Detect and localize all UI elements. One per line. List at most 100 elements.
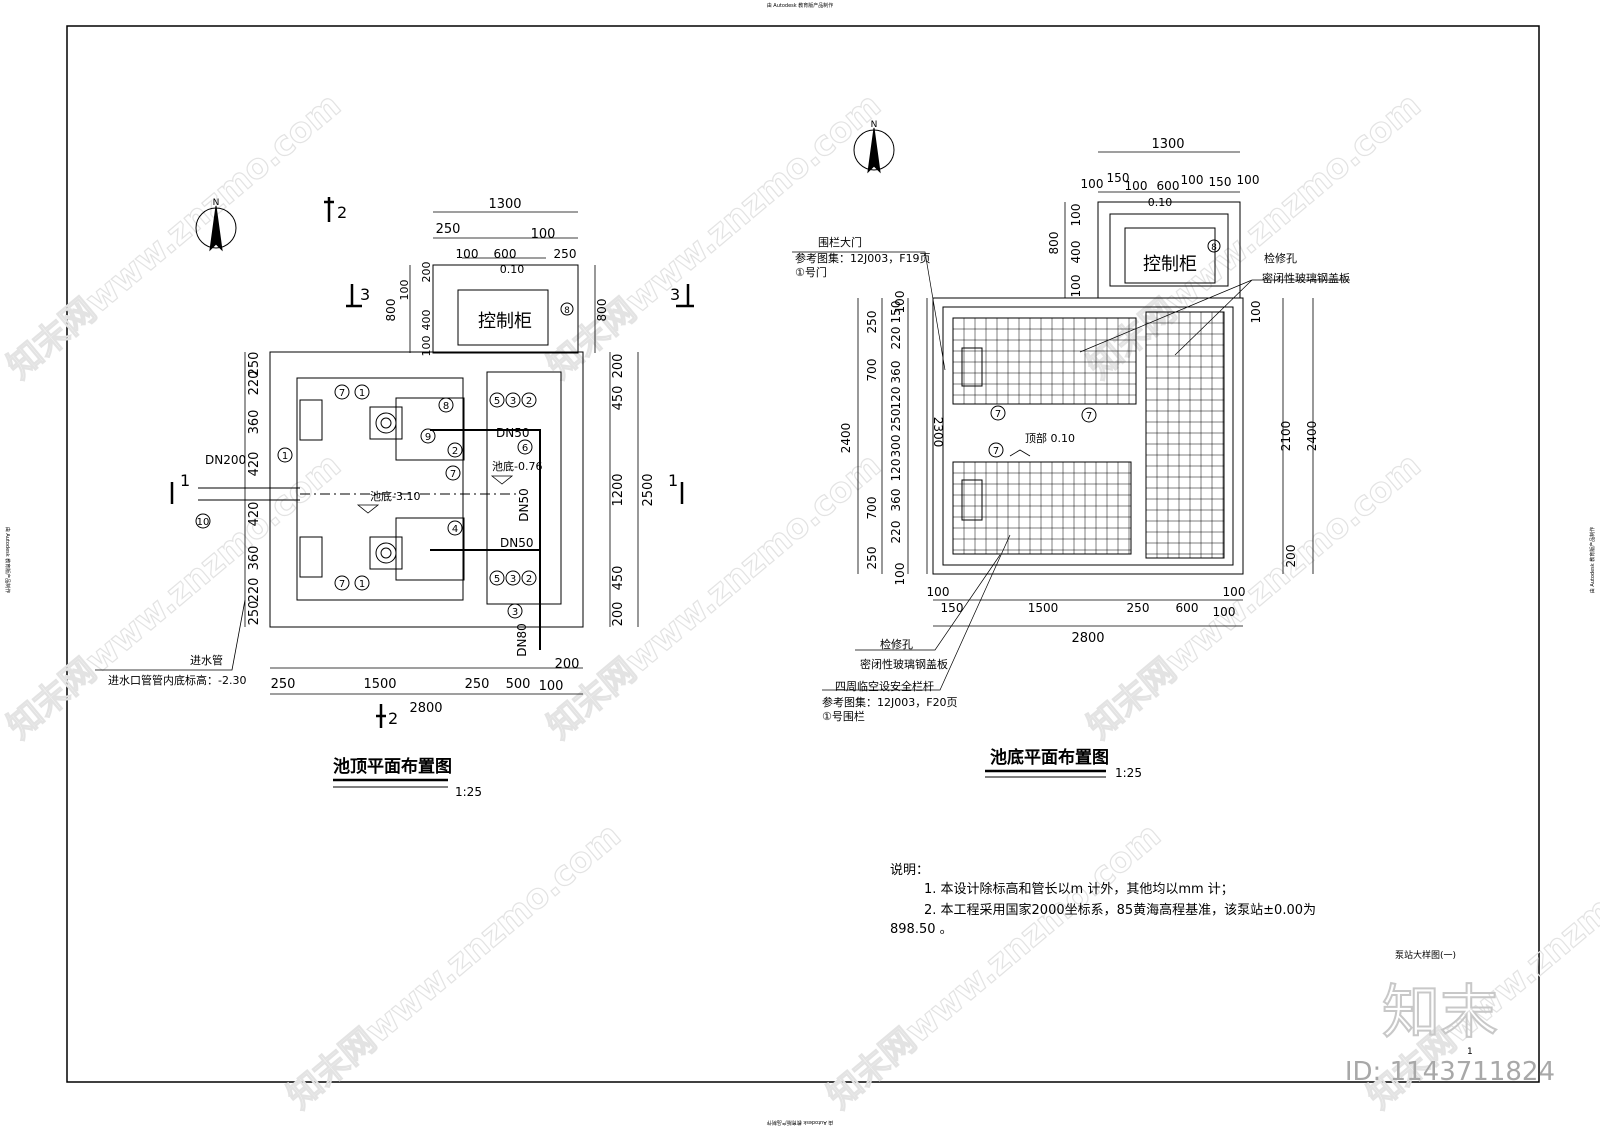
watermark: 知末网www.znzmo.com: [0, 85, 349, 387]
dim-text: 150: [941, 601, 964, 615]
ref-standard-2: 参考图集：12J003，F20页: [822, 695, 958, 709]
dim-text: 220: [889, 327, 903, 350]
svg-text:DN50: DN50: [500, 536, 534, 550]
callout-circle: [447, 442, 463, 458]
callout-circle: [521, 392, 537, 408]
dim-text: 200: [611, 354, 626, 379]
sheet-label: 泵站大样图(一): [1395, 949, 1456, 961]
dim-text: 100: [1181, 173, 1204, 187]
pool-outer-wall: [269, 351, 584, 628]
svg-text:3: 3: [360, 285, 370, 304]
callout-number: 4: [452, 524, 458, 535]
dim-text: 250: [247, 352, 262, 377]
dim-text: 2100: [1279, 421, 1293, 452]
svg-text:DN50: DN50: [517, 488, 531, 522]
section-mark-2-top: 2: [324, 197, 347, 222]
pump-icon: [369, 406, 403, 440]
dim-text: 500: [506, 677, 531, 692]
svg-text:①号门: ①号门: [795, 265, 827, 279]
grating-panel: [952, 311, 1225, 559]
dim-text: 100: [893, 291, 907, 314]
screen-basket: [299, 536, 323, 578]
dim-text: 100: [1125, 179, 1148, 193]
notes-line-3: 898.50 。: [890, 922, 953, 937]
plot-stamp-bottom: 由 Autodesk 教育版产品制作: [767, 1119, 834, 1126]
dim-1300-right: 1300: [1151, 137, 1184, 152]
callout-circle: [505, 392, 521, 408]
dim-text: 100: [1213, 605, 1236, 619]
dim-text: 450: [611, 566, 626, 591]
dim-text: 250: [1127, 601, 1150, 615]
callout-circle: [420, 428, 436, 444]
brand-logo: 知末: [1382, 978, 1498, 1046]
svg-text:800: 800: [384, 299, 398, 322]
plot-stamp-left: 由 Autodesk 教育版产品制作: [4, 527, 11, 594]
dim-text: 150: [889, 301, 903, 324]
svg-text:0.10: 0.10: [1148, 196, 1173, 209]
north-arrow-icon: N: [853, 120, 895, 174]
dim-text: 700: [865, 359, 879, 382]
dim-text: 360: [889, 361, 903, 384]
callout-circle: [988, 442, 1004, 458]
dim-text: 100: [539, 679, 564, 694]
sheet-number: 1: [1467, 1047, 1473, 1057]
callout-number: 5: [494, 396, 500, 407]
svg-text:密闭性玻璃钢盖板: 密闭性玻璃钢盖板: [860, 657, 948, 671]
dim-text: 120: [889, 387, 903, 410]
callout-circle: [334, 384, 350, 400]
dim-text: 100: [1249, 301, 1263, 324]
section-mark-3-left: 3: [346, 284, 370, 308]
dim-text: 400: [1069, 241, 1083, 264]
cabinet-pad: [432, 264, 579, 354]
callout-number: 7: [339, 388, 345, 399]
dim-text: 450: [611, 386, 626, 411]
svg-text:3: 3: [670, 285, 680, 304]
dim-text: 700: [865, 497, 879, 520]
dim-text: 100: [927, 585, 950, 599]
svg-text:8: 8: [564, 306, 570, 316]
sump-elev: 池底-0.76: [492, 459, 542, 473]
watermark: 知末网www.znzmo.com: [1080, 85, 1429, 387]
dim-text: 360: [889, 489, 903, 512]
callout-circle: [489, 392, 505, 408]
svg-text:800: 800: [595, 299, 609, 322]
roof-elevation: 顶部 0.10: [1025, 431, 1075, 445]
control-cabinet-label: 控制柜: [478, 311, 532, 332]
svg-text:100: 100: [420, 336, 433, 357]
dim-text: 2400: [839, 423, 853, 454]
right-plan-title: 池底平面布置图: [990, 747, 1109, 768]
section-mark-1-left: 1: [170, 471, 190, 504]
dim-text: 200: [1284, 545, 1298, 568]
svg-text:2: 2: [388, 709, 398, 728]
dim-text: 250: [465, 677, 490, 692]
section-mark-3-right: 3: [670, 284, 694, 308]
svg-text:①号围栏: ①号围栏: [822, 709, 865, 723]
drawing-border: [66, 25, 1540, 1083]
image-id: ID: 1143711824: [1345, 1057, 1555, 1087]
ref-standard-1: 参考图集：12J003，F19页: [795, 251, 931, 265]
pipe-dn200: DN200: [205, 453, 246, 467]
callout-circle: [507, 603, 523, 619]
callout-circle: [354, 384, 370, 400]
svg-text:1: 1: [668, 471, 678, 490]
pool-roof-slab: [932, 297, 1244, 575]
callout-circle: [489, 570, 505, 586]
callout-number: 9: [425, 432, 431, 443]
callout-number: 1: [359, 579, 365, 590]
dim-text: 100: [1223, 585, 1246, 599]
dim-text: 100: [1069, 204, 1083, 227]
dim-text: 250: [271, 677, 296, 692]
dim-text: 250: [865, 311, 879, 334]
svg-text:100: 100: [531, 227, 556, 242]
gate-label: 围栏大门: [818, 235, 862, 249]
dim-text: 100: [893, 563, 907, 586]
callout-number: 7: [1086, 411, 1092, 422]
callout-circle: [505, 570, 521, 586]
callout-number: 3: [510, 396, 516, 407]
